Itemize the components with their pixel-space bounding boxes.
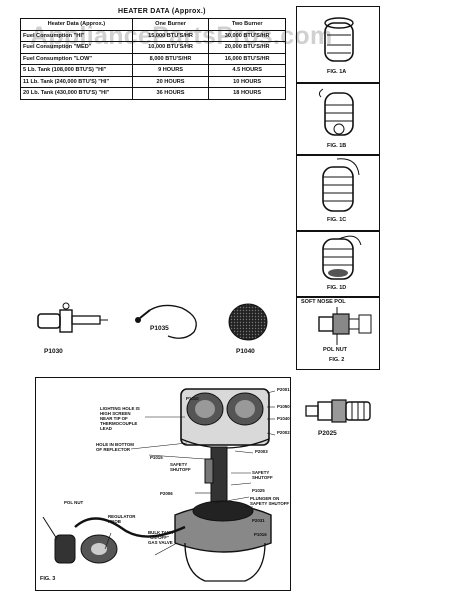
fig-1b-drawing bbox=[318, 88, 354, 136]
fig-1c-drawing bbox=[322, 158, 360, 212]
callout-pol-nut: POL NUT bbox=[64, 500, 84, 505]
fig-2-caption: FIG. 2 bbox=[329, 357, 345, 363]
callout-lighting-hole: LIGHTING HOLE IS HIGH SCREEN NEAR TIP OF… bbox=[100, 406, 140, 431]
row-label: 20 Lb. Tank (430,000 BTU'S) "HI" bbox=[20, 87, 133, 100]
part-p2025-label: P2025 bbox=[318, 430, 337, 437]
callout-line: HOLE IN BOTTOM bbox=[96, 442, 134, 447]
row-label: 11 Lb. Tank (240,000 BTU'S) "HI" bbox=[20, 75, 133, 88]
fig-1b-caption: FIG. 1B bbox=[327, 143, 347, 149]
callout-line: HIGH SCREEN bbox=[100, 411, 131, 416]
part-p1040-label: P1040 bbox=[236, 348, 255, 355]
callout-line: KNOB bbox=[108, 519, 121, 524]
heater-data-table: Heater Data (Approx.) One Burner Two Bur… bbox=[20, 18, 286, 100]
part-p1040-drawing bbox=[228, 303, 268, 341]
row-two-burner: 30,000 BTU'S/HR bbox=[208, 29, 286, 42]
callout-line: THERMOCOUPLE bbox=[100, 421, 138, 426]
callout-line: GAS VALVE bbox=[148, 540, 173, 545]
callout-p2003: P2003 bbox=[255, 449, 268, 454]
fig-1d-caption: FIG. 1D bbox=[327, 285, 347, 291]
row-label: Fuel Consumption "HI" bbox=[20, 29, 133, 42]
table-header-row: Heater Data (Approx.) One Burner Two Bur… bbox=[20, 18, 286, 31]
table-row: 5 Lb. Tank (108,000 BTU'S) "HI" 9 HOURS … bbox=[20, 64, 286, 77]
callout-p2002: P2002 bbox=[277, 430, 290, 435]
callout-p1016: P1016 bbox=[254, 532, 267, 537]
callout-safety-shutoff-left: SAFETY SHUTOFF bbox=[170, 462, 191, 472]
fig-2-pol-nut-label: POL NUT bbox=[323, 347, 348, 353]
main-assembly-drawing bbox=[42, 388, 276, 582]
callout-line: SHUTOFF bbox=[170, 467, 191, 472]
fig-2-drawing bbox=[318, 307, 372, 345]
callout-line: LIGHTING HOLE IS bbox=[100, 406, 140, 411]
row-label: Fuel Consumption "LOW" bbox=[20, 52, 133, 65]
callout-p2006: P2006 bbox=[160, 491, 173, 496]
callout-p2001: P2001 bbox=[277, 387, 290, 392]
callout-safety-shutoff-right: SAFETY SHUTOFF bbox=[252, 470, 273, 480]
row-one-burner: 15,000 BTU'S/HR bbox=[131, 29, 210, 42]
fig-1a-caption: FIG. 1A bbox=[327, 69, 347, 75]
part-p1035-label: P1035 bbox=[150, 325, 169, 332]
table-row: Fuel Consumption "HI" 15,000 BTU'S/HR 30… bbox=[20, 29, 286, 42]
fig-1d-drawing bbox=[322, 235, 362, 280]
row-label: 5 Lb. Tank (108,000 BTU'S) "HI" bbox=[20, 64, 133, 77]
fig-3-caption: FIG. 3 bbox=[40, 576, 56, 582]
row-one-burner: 20 HOURS bbox=[131, 75, 210, 88]
part-p1030-label: P1030 bbox=[44, 348, 63, 355]
callout-line: SHUTOFF bbox=[252, 475, 273, 480]
main-assembly-frame bbox=[35, 377, 291, 591]
callout-p1010: P1010 bbox=[186, 396, 199, 401]
part-p1030-drawing bbox=[37, 302, 108, 333]
callout-bulk-tank-valve: BULK TANK "ON-OFF" GAS VALVE bbox=[148, 530, 173, 545]
callout-p1040: P1040 bbox=[277, 416, 290, 421]
row-two-burner: 10 HOURS bbox=[208, 75, 286, 88]
row-label: Fuel Consumption "MED" bbox=[20, 41, 133, 54]
part-p1035-drawing bbox=[135, 304, 197, 339]
fig-1c-panel: FIG. 1C bbox=[296, 154, 380, 232]
fig-1d-panel: FIG. 1D bbox=[296, 230, 380, 298]
callout-regulator-knob: REGULATOR KNOB bbox=[108, 514, 135, 524]
callout-p1025: P1025 bbox=[252, 488, 265, 493]
part-p2025-drawing bbox=[305, 399, 371, 423]
row-two-burner: 20,000 BTU'S/HR bbox=[208, 41, 286, 54]
table-row: Fuel Consumption "LOW" 8,000 BTU'S/HR 16… bbox=[20, 52, 286, 65]
row-one-burner: 36 HOURS bbox=[131, 87, 210, 100]
fig-1b-panel: FIG. 1B bbox=[296, 82, 380, 156]
fig-1a-panel: FIG. 1A bbox=[296, 6, 380, 84]
row-two-burner: 18 HOURS bbox=[208, 87, 286, 100]
fig-1c-caption: FIG. 1C bbox=[327, 217, 347, 223]
row-two-burner: 4.5 HOURS bbox=[208, 64, 286, 77]
callout-line: PLUNGER ON bbox=[250, 496, 280, 501]
callout-p1050: P1050 bbox=[277, 404, 290, 409]
table-header: One Burner bbox=[131, 18, 210, 31]
callout-line: REGULATOR bbox=[108, 514, 136, 519]
table-row: 20 Lb. Tank (430,000 BTU'S) "HI" 36 HOUR… bbox=[20, 87, 286, 100]
callout-line: SAFETY bbox=[170, 462, 188, 467]
callout-p1015: P1015 bbox=[150, 455, 163, 460]
table-header: Heater Data (Approx.) bbox=[20, 18, 133, 31]
row-two-burner: 16,000 BTU'S/HR bbox=[208, 52, 286, 65]
row-one-burner: 9 HOURS bbox=[131, 64, 210, 77]
table-row: Fuel Consumption "MED" 10,000 BTU'S/HR 2… bbox=[20, 41, 286, 54]
callout-line: "ON-OFF" bbox=[148, 535, 169, 540]
callout-line: SAFETY SHUTOFF bbox=[250, 501, 290, 506]
callout-plunger: PLUNGER ON SAFETY SHUTOFF bbox=[250, 496, 289, 506]
fig-2-panel: SOFT NOSE POL POL NUT FIG. 2 bbox=[296, 296, 380, 370]
callout-hole-in-reflector: HOLE IN BOTTOM OF REFLECTOR bbox=[96, 442, 134, 452]
row-one-burner: 10,000 BTU'S/HR bbox=[131, 41, 210, 54]
fig-2-soft-nose-label: SOFT NOSE POL bbox=[301, 299, 346, 305]
callout-p2031: P2031 bbox=[252, 518, 265, 523]
heater-table-title: HEATER DATA (Approx.) bbox=[118, 8, 206, 15]
callout-line: OF REFLECTOR bbox=[96, 447, 131, 452]
callout-line: BULK TANK bbox=[148, 530, 174, 535]
fig-1a-drawing bbox=[324, 17, 354, 62]
callout-line: NEAR TIP OF bbox=[100, 416, 128, 421]
row-one-burner: 8,000 BTU'S/HR bbox=[131, 52, 210, 65]
table-header: Two Burner bbox=[208, 18, 286, 31]
table-row: 11 Lb. Tank (240,000 BTU'S) "HI" 20 HOUR… bbox=[20, 75, 286, 88]
callout-line: LEAD bbox=[100, 426, 112, 431]
callout-line: SAFETY bbox=[252, 470, 270, 475]
